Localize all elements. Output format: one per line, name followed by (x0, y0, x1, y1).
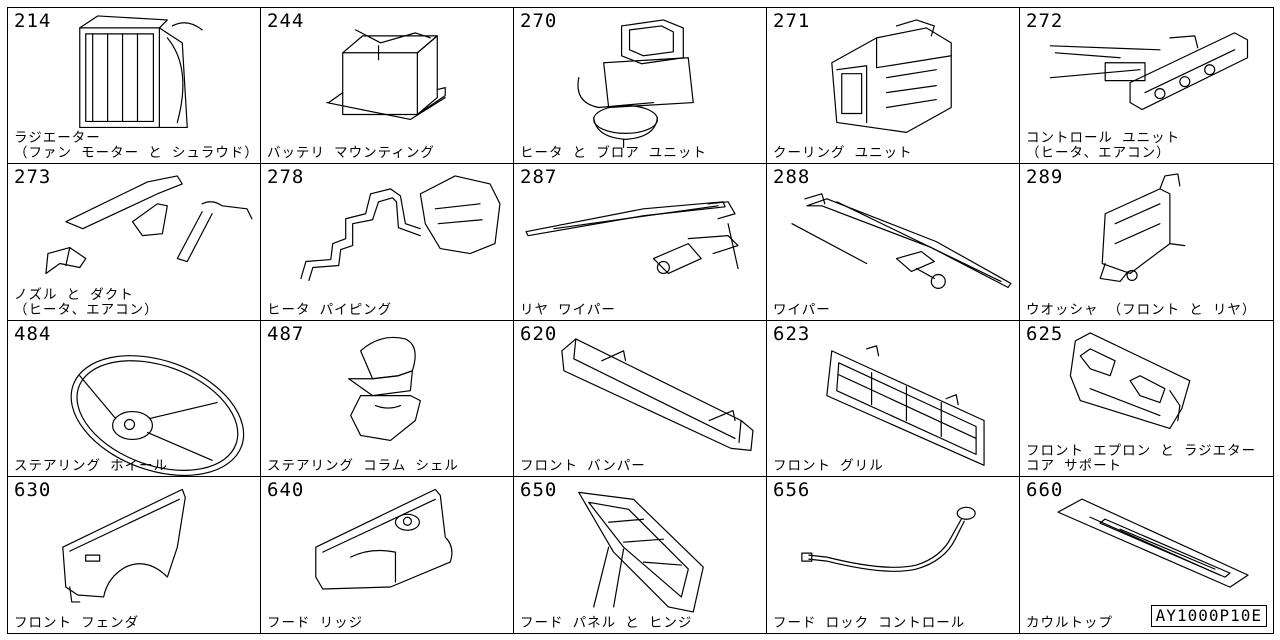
part-cell-623[interactable]: 623 フロント グリル (767, 320, 1020, 477)
part-label: フード リッジ (267, 615, 364, 631)
part-label: ラジエーター （ファン モーター と シュラウド） (14, 130, 259, 162)
apron-icon (1020, 321, 1273, 476)
bumper-icon (514, 321, 766, 476)
part-cell-244[interactable]: 244 バッテリ マウンティング (261, 8, 514, 165)
part-cell-289[interactable]: 289 ウオッシャ （フロント と リヤ） (1020, 164, 1273, 321)
part-cell-487[interactable]: 487 ステアリング コラム シェル (261, 320, 514, 477)
part-code: 487 (267, 322, 305, 345)
part-label: ステアリング コラム シェル (267, 457, 459, 474)
part-code: 244 (267, 10, 305, 32)
part-cell-278[interactable]: 278 ヒータ パイピング (261, 164, 514, 321)
part-label: バッテリ マウンティング (267, 145, 435, 162)
part-label: ウオッシャ （フロント と リヤ） (1026, 301, 1257, 318)
part-code: 289 (1026, 166, 1064, 189)
cooling-unit-icon (767, 8, 1019, 163)
hood-ledge-icon (261, 477, 513, 633)
radiator-icon (8, 8, 260, 163)
control-unit-icon (1020, 8, 1273, 163)
part-code: 656 (773, 478, 811, 501)
reference-code: AY1000P10E (1150, 605, 1267, 627)
part-code: 620 (520, 322, 558, 345)
part-label: カウルトップ (1026, 615, 1113, 631)
part-cell-270[interactable]: 270 ヒータ と ブロア ユニット (514, 8, 767, 165)
part-code: 625 (1026, 322, 1064, 345)
wiper-icon (767, 164, 1019, 319)
part-label: クーリング ユニット (773, 145, 913, 162)
hood-lock-cable-icon (767, 477, 1019, 633)
grille-icon (767, 321, 1019, 476)
battery-icon (261, 8, 513, 163)
part-label: ヒータ パイピング (267, 301, 393, 318)
part-cell-625[interactable]: 625 フロント エプロン と ラジエター コア サポート (1020, 321, 1273, 477)
parts-grid: 214 ラジエーター （ファン モーター と シュラウド） 244 バッテリ マ… (7, 7, 1274, 634)
part-code: 484 (14, 322, 52, 345)
part-code: 214 (14, 10, 52, 32)
part-cell-288[interactable]: 288 ワイパー (767, 164, 1020, 321)
part-code: 273 (14, 166, 52, 189)
part-label: コントロール ユニット （ヒータ、エアコン） (1026, 130, 1181, 162)
rear-wiper-icon (514, 164, 766, 319)
heater-piping-icon (261, 164, 513, 319)
part-code: 623 (773, 322, 811, 345)
part-cell-287[interactable]: 287 リヤ ワイパー (514, 164, 767, 321)
part-code: 660 (1026, 478, 1064, 501)
part-cell-484[interactable]: 484 ステアリング ホイール (8, 320, 261, 477)
part-cell-630[interactable]: 630 フロント フェンダ (8, 476, 261, 633)
part-code: 271 (773, 10, 811, 32)
part-label: ワイパー (773, 301, 831, 318)
part-code: 640 (267, 478, 305, 501)
part-code: 288 (773, 166, 811, 189)
part-code: 270 (520, 10, 558, 32)
part-code: 287 (520, 166, 558, 189)
steering-wheel-icon (8, 321, 260, 476)
part-code: 278 (267, 166, 305, 189)
part-code: 630 (14, 478, 52, 501)
nozzle-duct-icon (8, 164, 260, 319)
hood-panel-icon (514, 477, 766, 633)
column-shell-icon (261, 321, 513, 476)
part-label: フード パネル と ヒンジ (520, 615, 693, 631)
part-cell-214[interactable]: 214 ラジエーター （ファン モーター と シュラウド） (8, 8, 261, 165)
part-label: ヒータ と ブロア ユニット (520, 145, 707, 162)
part-cell-640[interactable]: 640 フード リッジ (261, 476, 514, 633)
part-label: ステアリング ホイール (14, 457, 169, 474)
fender-icon (8, 477, 260, 633)
part-label: フード ロック コントロール (773, 615, 966, 631)
part-cell-273[interactable]: 273 ノズル と ダクト （ヒータ、エアコン） (8, 164, 261, 321)
cowl-top-icon (1020, 477, 1273, 633)
part-cell-620[interactable]: 620 フロント バンパー (514, 320, 767, 477)
part-cell-650[interactable]: 650 フード パネル と ヒンジ (514, 476, 767, 633)
part-label: ノズル と ダクト （ヒータ、エアコン） (14, 286, 159, 318)
part-label: フロント グリル (773, 457, 884, 474)
part-cell-272[interactable]: 272 コントロール ユニット （ヒータ、エアコン） (1020, 8, 1273, 165)
part-code: 650 (520, 478, 558, 501)
part-label: フロント バンパー (520, 457, 646, 474)
part-cell-271[interactable]: 271 クーリング ユニット (767, 8, 1020, 165)
heater-blower-icon (514, 8, 766, 163)
washer-tank-icon (1020, 164, 1273, 319)
part-label: フロント フェンダ (14, 615, 140, 631)
part-label: フロント エプロン と ラジエター コア サポート (1026, 442, 1257, 474)
part-cell-656[interactable]: 656 フード ロック コントロール (767, 476, 1020, 633)
part-cell-660[interactable]: 660 カウルトップ AY1000P10E (1020, 477, 1273, 633)
part-label: リヤ ワイパー (520, 301, 616, 318)
part-code: 272 (1026, 10, 1064, 32)
